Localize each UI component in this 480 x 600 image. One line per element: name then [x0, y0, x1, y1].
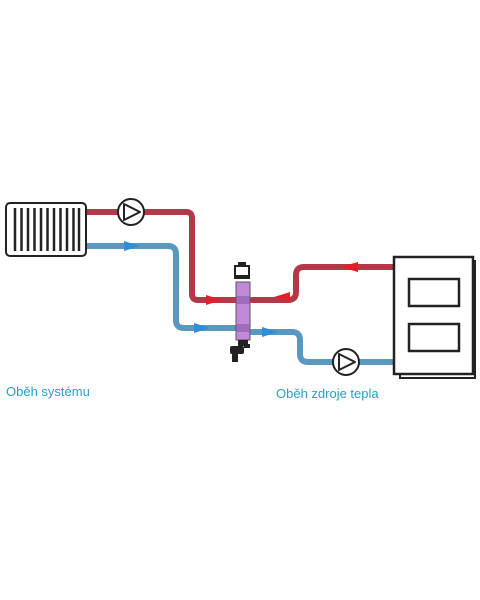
- hot-arrow-left: [340, 262, 358, 272]
- system-circuit-label: Oběh systému: [6, 384, 90, 399]
- radiator-icon: [5, 202, 87, 257]
- boiler-icon: [392, 255, 476, 379]
- source-cold-pipe: [249, 329, 397, 365]
- heat-source-circuit-label: Oběh zdroje tepla: [276, 386, 379, 401]
- hot-arrow-right: [206, 295, 222, 305]
- hydraulic-separator-icon: [230, 262, 251, 362]
- pump-icon: [332, 348, 360, 376]
- cold-arrow-right: [124, 241, 140, 251]
- cold-arrow-right: [194, 323, 210, 333]
- cold-arrow-right: [262, 327, 278, 337]
- system-cold-pipe: [83, 243, 239, 331]
- hot-arrow-left: [274, 292, 290, 302]
- source-hot-pipe: [249, 264, 397, 303]
- system-hot-pipe: [83, 209, 239, 303]
- pump-icon: [117, 198, 145, 226]
